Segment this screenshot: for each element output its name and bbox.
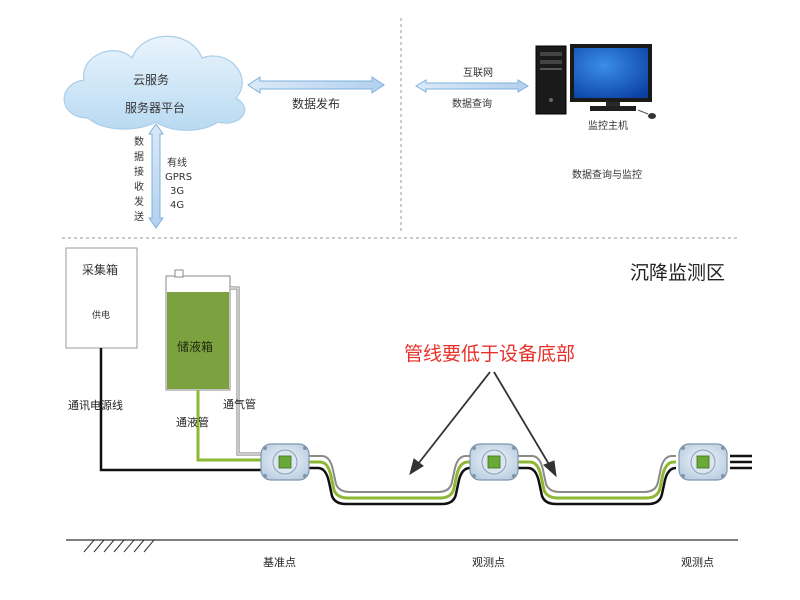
collector-title: 采集箱 bbox=[82, 262, 118, 277]
tank-label: 储液箱 bbox=[177, 339, 213, 354]
sensor-observation-2 bbox=[678, 443, 728, 481]
zone-title: 沉降监测区 bbox=[630, 262, 725, 284]
air-pipe bbox=[230, 286, 262, 456]
cloud-icon bbox=[63, 35, 246, 131]
liquid-pipe bbox=[196, 390, 262, 462]
network-4g-label: 4G bbox=[170, 200, 184, 211]
ground-hatching bbox=[83, 539, 155, 553]
sensor-pipes bbox=[308, 454, 752, 506]
data-query-label: 数据查询 bbox=[452, 97, 492, 110]
monitor-host-label: 监控主机 bbox=[588, 119, 628, 132]
data-publish-label: 数据发布 bbox=[292, 96, 340, 111]
collector-power-label: 供电 bbox=[92, 309, 110, 321]
observation-point-1-label: 观测点 bbox=[472, 556, 505, 569]
comm-power-cable bbox=[99, 348, 262, 472]
receive-send-vertical-label: 数 据 接 收 发 送 bbox=[134, 135, 144, 223]
vertical-char-3: 接 bbox=[134, 165, 144, 178]
network-wired-label: 有线 bbox=[167, 156, 187, 169]
computer-icon bbox=[535, 44, 656, 119]
internet-label: 互联网 bbox=[463, 67, 493, 79]
network-3g-label: 3G bbox=[170, 186, 184, 197]
liquid-pipe-label: 通液管 bbox=[176, 415, 209, 429]
sensor-base bbox=[260, 443, 310, 481]
vertical-char-6: 送 bbox=[134, 210, 144, 223]
collector-box bbox=[65, 247, 138, 349]
vertical-char-5: 发 bbox=[134, 195, 144, 208]
publish-double-arrow bbox=[247, 76, 385, 94]
vertical-char-4: 收 bbox=[134, 180, 144, 193]
notice-text: 管线要低于设备底部 bbox=[404, 343, 575, 365]
notice-arrows bbox=[409, 371, 557, 478]
monitor-caption: 数据查询与监控 bbox=[572, 168, 642, 181]
internet-double-arrow bbox=[415, 79, 529, 93]
vertical-char-1: 数 bbox=[134, 135, 144, 148]
cloud-subtitle: 服务器平台 bbox=[125, 100, 185, 115]
observation-point-2-label: 观测点 bbox=[681, 556, 714, 569]
network-gprs-label: GPRS bbox=[165, 172, 192, 183]
cloud-title: 云服务 bbox=[133, 72, 169, 87]
sensor-observation-1 bbox=[469, 443, 519, 481]
receive-send-double-arrow bbox=[148, 123, 164, 229]
air-pipe-label: 通气管 bbox=[223, 397, 256, 411]
liquid-tank bbox=[165, 269, 231, 391]
cable-label: 通讯电源线 bbox=[68, 398, 123, 412]
base-point-label: 基准点 bbox=[263, 556, 296, 569]
vertical-char-2: 据 bbox=[134, 150, 144, 163]
